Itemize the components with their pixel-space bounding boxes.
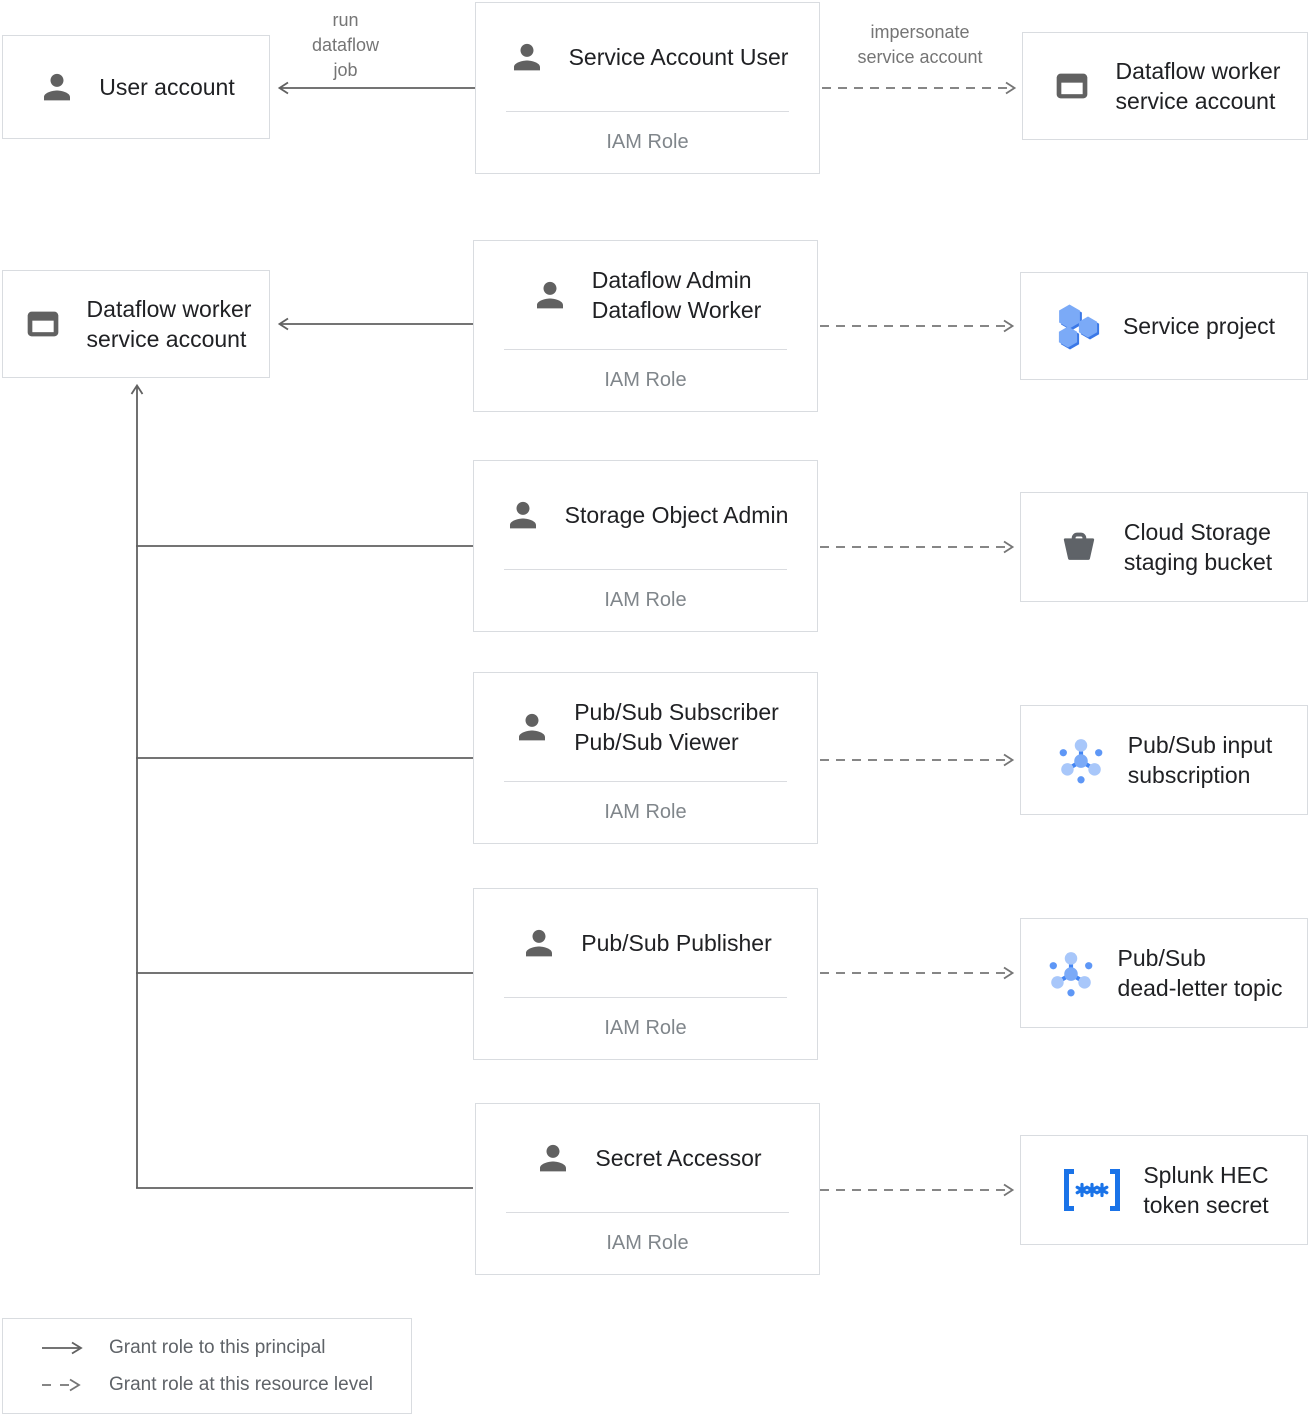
person-icon xyxy=(533,1138,573,1178)
service-account-window-icon xyxy=(1050,66,1094,106)
role-title: Service Account User xyxy=(568,44,789,70)
service-account-window-icon xyxy=(21,304,65,344)
node-pubsub-input-subscription: Pub/Sub input subscription xyxy=(1020,705,1308,815)
edge-label-run-dataflow-job: run dataflow job xyxy=(311,10,380,80)
role-title: Storage Object Admin xyxy=(564,502,789,528)
role-subtitle: IAM Role xyxy=(606,131,689,153)
role-subtitle: IAM Role xyxy=(604,801,687,823)
role-box-pubsub-publisher: Pub/Sub Publisher IAM Role xyxy=(473,888,818,1060)
node-user-account: User account xyxy=(2,35,270,139)
storage-bucket-icon xyxy=(1056,524,1102,570)
node-label: Dataflow worker service account xyxy=(86,296,252,352)
legend: Grant role to this principal Grant role … xyxy=(2,1318,412,1414)
secret-brackets-icon xyxy=(1059,1167,1125,1213)
node-dataflow-worker-service-account-top: Dataflow worker service account xyxy=(1022,32,1308,140)
role-subtitle: IAM Role xyxy=(604,589,687,611)
node-cloud-storage-staging-bucket: Cloud Storage staging bucket xyxy=(1020,492,1308,602)
legend-label-dashed: Grant role at this resource level xyxy=(109,1373,374,1395)
divider xyxy=(504,349,787,350)
node-label: Pub/Sub dead-letter topic xyxy=(1117,945,1283,1001)
person-icon xyxy=(519,923,559,963)
pubsub-icon xyxy=(1046,948,1096,998)
role-title: Dataflow Admin Dataflow Worker xyxy=(591,267,762,323)
node-splunk-hec-token-secret: Splunk HEC token secret xyxy=(1020,1135,1308,1245)
legend-row-solid: Grant role to this principal xyxy=(41,1337,411,1359)
role-subtitle: IAM Role xyxy=(604,369,687,391)
person-icon xyxy=(507,37,547,77)
role-title: Secret Accessor xyxy=(595,1145,762,1171)
role-box-dataflow-admin-worker: Dataflow Admin Dataflow Worker IAM Role xyxy=(473,240,818,412)
role-subtitle: IAM Role xyxy=(606,1232,689,1254)
node-service-project: Service project xyxy=(1020,272,1308,380)
person-icon xyxy=(530,275,570,315)
node-label: User account xyxy=(99,74,235,100)
node-pubsub-dead-letter-topic: Pub/Sub dead-letter topic xyxy=(1020,918,1308,1028)
dashed-arrow-icon xyxy=(42,1378,81,1391)
pubsub-icon xyxy=(1056,735,1106,785)
role-box-storage-object-admin: Storage Object Admin IAM Role xyxy=(473,460,818,632)
node-dataflow-worker-service-account-left: Dataflow worker service account xyxy=(2,270,270,378)
project-hexagons-icon xyxy=(1053,302,1101,350)
divider xyxy=(506,111,789,112)
node-label: Cloud Storage staging bucket xyxy=(1123,519,1273,575)
person-icon xyxy=(37,67,77,107)
divider xyxy=(504,569,787,570)
node-label: Dataflow worker service account xyxy=(1115,58,1281,114)
edge-label-impersonate-service-account: impersonate service account xyxy=(857,22,983,67)
role-box-pubsub-subscriber-viewer: Pub/Sub Subscriber Pub/Sub Viewer IAM Ro… xyxy=(473,672,818,844)
role-box-secret-accessor: Secret Accessor IAM Role xyxy=(475,1103,820,1275)
role-box-service-account-user: Service Account User IAM Role xyxy=(475,2,820,174)
solid-arrow-icon xyxy=(42,1341,83,1354)
node-label: Pub/Sub input subscription xyxy=(1127,732,1273,788)
person-icon xyxy=(503,495,543,535)
node-label: Splunk HEC token secret xyxy=(1143,1162,1269,1218)
node-label: Service project xyxy=(1122,313,1276,339)
divider xyxy=(504,997,787,998)
divider xyxy=(504,781,787,782)
role-title: Pub/Sub Subscriber Pub/Sub Viewer xyxy=(574,699,779,755)
person-icon xyxy=(512,707,552,747)
legend-row-dashed: Grant role at this resource level xyxy=(41,1374,411,1396)
divider xyxy=(506,1212,789,1213)
role-title: Pub/Sub Publisher xyxy=(581,930,772,956)
legend-label-solid: Grant role to this principal xyxy=(109,1336,326,1358)
role-subtitle: IAM Role xyxy=(604,1017,687,1039)
